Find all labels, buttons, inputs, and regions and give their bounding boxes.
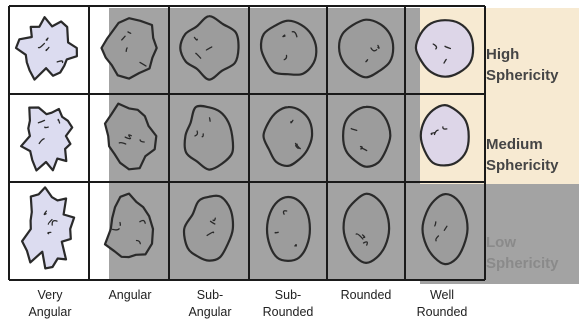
col-label-line1: Sub- (177, 287, 243, 304)
row-label-line2: Sphericity (486, 155, 579, 176)
col-label-sub-rounded: Sub- Rounded (255, 287, 321, 321)
row-label-line2: Sphericity (486, 65, 579, 86)
col-label-line2: Angular (177, 304, 243, 321)
grain-rounded-medium-sphericity (343, 107, 390, 167)
grain-well-rounded-medium-sphericity (421, 105, 469, 165)
grain-sub-rounded-high-sphericity (261, 21, 316, 75)
col-label-rounded: Rounded (333, 287, 399, 304)
row-label-high-sphericity: High Sphericity (486, 44, 579, 86)
col-label-line1: Sub- (255, 287, 321, 304)
col-label-line1: Rounded (333, 287, 399, 304)
col-label-line1: Well (409, 287, 475, 304)
col-label-line2: Angular (17, 304, 83, 321)
col-label-very-angular: Very Angular (17, 287, 83, 321)
col-label-line1: Angular (97, 287, 163, 304)
col-label-line2: Rounded (409, 304, 475, 321)
row-label-line1: High (486, 44, 579, 65)
row-label-line1: Medium (486, 134, 579, 155)
col-label-angular: Angular (97, 287, 163, 304)
row-label-low-sphericity: Low Sphericity (486, 232, 579, 274)
col-label-line1: Very (17, 287, 83, 304)
row-label-medium-sphericity: Medium Sphericity (486, 134, 579, 176)
col-label-line2: Rounded (255, 304, 321, 321)
col-label-well-rounded: Well Rounded (409, 287, 475, 321)
row-label-line1: Low (486, 232, 579, 253)
col-label-sub-angular: Sub- Angular (177, 287, 243, 321)
grain-very-angular-low-sphericity (22, 187, 74, 268)
row-label-line2: Sphericity (486, 253, 579, 274)
grain-sub-rounded-low-sphericity (267, 197, 310, 261)
